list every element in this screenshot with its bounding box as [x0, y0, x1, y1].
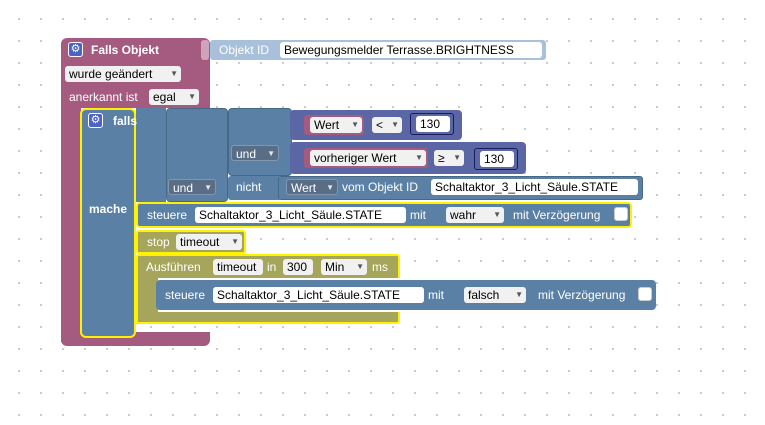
logic-and-inner[interactable]: [228, 108, 292, 176]
chevron-down-icon: ▼: [231, 237, 239, 246]
and-dropdown-outer[interactable]: und ▼: [168, 179, 216, 195]
operator-dropdown-1[interactable]: <▼: [372, 117, 402, 133]
chevron-down-icon: ▼: [415, 153, 423, 162]
nicht-label: nicht: [236, 180, 262, 194]
chevron-down-icon: ▼: [326, 183, 334, 192]
number-field-1[interactable]: 130: [416, 116, 450, 132]
logic-not-block[interactable]: [228, 176, 282, 200]
chevron-down-icon: ▼: [188, 92, 196, 101]
trigger-body: [61, 62, 81, 342]
stop-timer-dropdown[interactable]: timeout ▼: [176, 234, 242, 250]
value-2: falsch: [468, 288, 500, 302]
state-value-1: Wert: [314, 118, 340, 132]
state-dropdown-2[interactable]: vorheriger Wert ▼: [310, 150, 426, 166]
chevron-down-icon: ▼: [267, 149, 275, 158]
gear-icon[interactable]: ⚙: [88, 113, 103, 128]
control-object-1[interactable]: Schaltaktor_3_Licht_Säule.STATE: [195, 207, 406, 223]
from-object-label: vom Objekt ID: [342, 180, 419, 194]
trigger-notch: [201, 40, 209, 60]
control-label-1: steuere: [147, 208, 188, 222]
and-value-outer: und: [173, 181, 194, 195]
delay-checkbox-1[interactable]: [614, 207, 628, 221]
gear-icon[interactable]: ⚙: [68, 42, 83, 57]
delay-label-2: mit Verzögerung: [538, 288, 626, 302]
delay-checkbox-2[interactable]: [638, 287, 652, 301]
trigger-title: Falls Objekt: [91, 43, 160, 57]
value-dropdown-2[interactable]: falsch ▼: [464, 287, 526, 303]
chevron-down-icon: ▼: [453, 153, 461, 162]
exec-ms-label: ms: [372, 260, 388, 274]
ack-dropdown[interactable]: egal ▼: [149, 89, 199, 105]
exec-unit-dropdown[interactable]: Min ▼: [321, 259, 367, 275]
value-dropdown-1[interactable]: wahr ▼: [446, 207, 504, 223]
exec-name-field[interactable]: timeout: [213, 259, 263, 275]
chevron-down-icon: ▼: [204, 183, 212, 192]
changed-dropdown[interactable]: wurde geändert ▼: [65, 66, 181, 82]
exec-in-label: in: [267, 260, 277, 274]
value-1: wahr: [450, 208, 477, 222]
chevron-down-icon: ▼: [351, 120, 359, 129]
operator-value-1: <: [376, 118, 384, 132]
stop-timer-value: timeout: [180, 235, 220, 249]
chevron-down-icon: ▼: [391, 120, 399, 129]
operator-value-2: ≥: [438, 151, 445, 165]
object-id-field[interactable]: Bewegungsmelder Terrasse.BRIGHTNESS: [280, 42, 542, 58]
and-value-inner: und: [236, 147, 257, 161]
changed-value: wurde geändert: [69, 67, 153, 81]
chevron-down-icon: ▼: [515, 290, 523, 299]
operator-dropdown-2[interactable]: ≥▼: [434, 150, 464, 166]
object-id-label: Objekt ID: [219, 43, 270, 57]
exec-unit-value: Min: [325, 260, 345, 274]
object-id-field-3[interactable]: Schaltaktor_3_Licht_Säule.STATE: [431, 179, 638, 195]
if-left-column: [80, 108, 136, 338]
control-mit-2: mit: [428, 288, 444, 302]
chevron-down-icon: ▼: [493, 210, 501, 219]
exec-amount-field[interactable]: 300: [283, 259, 313, 275]
control-label-2: steuere: [165, 288, 206, 302]
state-dropdown-3[interactable]: Wert ▼: [286, 179, 338, 195]
stop-label: stop: [147, 235, 170, 249]
state-dropdown-1[interactable]: Wert ▼: [310, 117, 362, 133]
number-field-2[interactable]: 130: [480, 151, 514, 167]
control-mit-1: mit: [410, 208, 426, 222]
exec-label: Ausführen: [146, 260, 201, 274]
state-value-2: vorheriger Wert: [314, 151, 397, 165]
ack-value: egal: [153, 90, 176, 104]
falls-label: falls: [113, 114, 138, 128]
control-object-2[interactable]: Schaltaktor_3_Licht_Säule.STATE: [213, 287, 424, 303]
and-dropdown-inner[interactable]: und ▼: [231, 145, 279, 161]
trigger-header: [61, 38, 210, 62]
delay-label-1: mit Verzögerung: [513, 208, 601, 222]
chevron-down-icon: ▼: [170, 69, 178, 78]
chevron-down-icon: ▼: [356, 262, 364, 271]
mache-label: mache: [89, 202, 128, 216]
if-condition-area: [136, 108, 166, 202]
ack-label: anerkannt ist: [69, 90, 138, 104]
state-value-3: Wert: [291, 181, 317, 195]
exec-footer: [136, 312, 400, 324]
